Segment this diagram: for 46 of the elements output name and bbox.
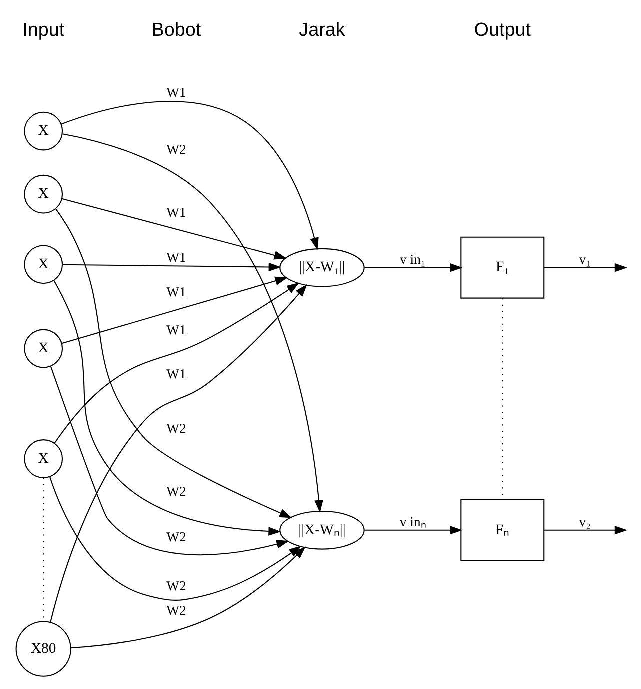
edge-label: W1: [166, 322, 186, 338]
edge-label: v₂: [579, 514, 591, 530]
edge-label: W1: [166, 284, 186, 300]
arrow: [54, 280, 282, 536]
edge-label: W2: [166, 142, 186, 157]
node-ellipse: ||X-W₁||: [280, 248, 365, 288]
node-circle: X: [24, 245, 64, 284]
edge-label: W2: [166, 421, 186, 436]
node-circle: X: [24, 112, 64, 151]
arrow: [50, 366, 290, 556]
edge-label: W2: [166, 602, 186, 618]
node-circle: X: [24, 174, 64, 214]
node-circle: X80: [16, 621, 72, 677]
edge-label: W1: [166, 85, 186, 100]
edge-label: v inₙ: [400, 514, 426, 530]
arrow: [364, 526, 463, 535]
edge-label: W2: [166, 529, 186, 544]
arrow: [364, 263, 463, 272]
arrow: [70, 546, 306, 649]
node-circle: X: [24, 329, 64, 368]
edge-label: v₁: [579, 252, 591, 268]
label: Bobot: [152, 20, 202, 42]
node-ellipse: ||X-Wₙ||: [280, 510, 365, 550]
arrow: [55, 208, 292, 518]
edge-label: v in₁: [400, 252, 426, 268]
arrow: [62, 198, 287, 260]
edge-label: W1: [166, 250, 186, 265]
arrow: [544, 263, 628, 272]
arrow: [54, 282, 300, 444]
arrow: [62, 134, 324, 513]
node-box: F₁: [460, 236, 545, 299]
arrow: [50, 284, 308, 623]
edge-label: W2: [166, 578, 186, 594]
arrow: [50, 477, 302, 601]
node-circle: X: [24, 440, 64, 478]
edge-label: W1: [166, 204, 186, 220]
node-box: Fₙ: [460, 499, 545, 562]
label: Input: [22, 20, 65, 42]
edge-label: W1: [166, 366, 186, 382]
label: Output: [474, 20, 532, 42]
arrow: [61, 101, 319, 250]
label: Jarak: [299, 20, 346, 42]
edge-label: W2: [166, 484, 186, 500]
arrow: [544, 526, 628, 535]
arrow: [62, 262, 282, 272]
arrow: [62, 276, 288, 344]
